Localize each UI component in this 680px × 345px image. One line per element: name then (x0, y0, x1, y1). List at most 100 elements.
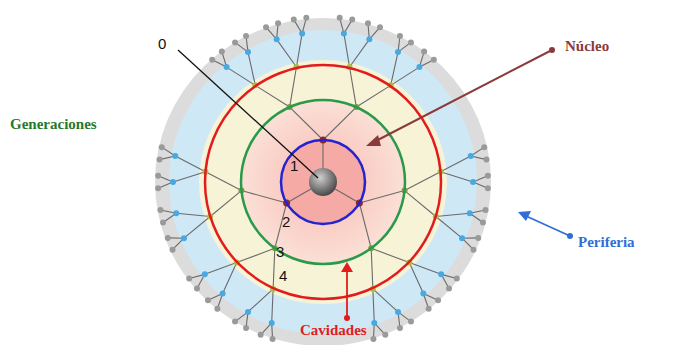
branch-node (483, 157, 489, 163)
branch-line (205, 262, 237, 274)
outer-shell (155, 18, 491, 345)
callout-number: 1 (290, 158, 298, 175)
branch-node (416, 64, 422, 70)
branch-node (349, 17, 355, 23)
branch-line (350, 39, 370, 67)
branch-node (420, 290, 426, 296)
branch-line (371, 248, 373, 289)
periphery-band (169, 30, 477, 334)
arrow-head (341, 262, 353, 272)
branch-node (186, 276, 192, 282)
branch-node (157, 157, 163, 163)
branch-node (470, 179, 476, 185)
leader-dot (344, 315, 350, 321)
branch-node (382, 332, 388, 338)
branch-node (173, 210, 179, 216)
branch-line (350, 67, 357, 107)
branch-node (245, 309, 251, 315)
branch-line (176, 213, 210, 216)
green-circle (241, 100, 405, 264)
branch-node (395, 309, 401, 315)
branch-node (299, 30, 305, 36)
branch-node (219, 49, 225, 55)
leader-dot (549, 47, 555, 53)
leader-arrow (346, 270, 348, 318)
branch-node (157, 207, 163, 213)
branch-line (373, 289, 398, 312)
branch-line (248, 52, 255, 85)
branch-node (160, 219, 166, 225)
branch-line (227, 67, 256, 85)
callout-number: 0 (158, 36, 166, 53)
branch-node (438, 271, 444, 277)
branch-node (165, 235, 171, 241)
branch-node (475, 235, 481, 241)
branch-node (170, 247, 176, 253)
branch-node (470, 247, 476, 253)
branch-node (397, 325, 403, 331)
branch-node (243, 33, 249, 39)
branch-line (272, 289, 273, 323)
branch-line (405, 191, 436, 217)
branch-node (209, 57, 215, 63)
blue-circle (281, 140, 365, 224)
inner-region (241, 100, 405, 264)
branch-node (468, 153, 474, 159)
branch-node (485, 185, 491, 191)
branch-node (395, 49, 401, 55)
branch-line (409, 262, 423, 293)
branch-node (291, 17, 297, 23)
leader-arrow (526, 216, 570, 236)
branch-node (155, 173, 161, 179)
branch-line (255, 85, 289, 107)
branch-line (290, 67, 297, 107)
branch-line (173, 172, 205, 182)
part-name: Cavidades (300, 322, 367, 339)
branch-node (408, 319, 414, 325)
branch-line (356, 85, 390, 107)
branch-line (273, 248, 275, 289)
branch-node (274, 36, 280, 42)
callout-number: 4 (279, 268, 287, 285)
branch-node (232, 319, 238, 325)
branch-line (296, 33, 302, 67)
branch-line (359, 191, 404, 203)
part-name: Generaciones (10, 116, 97, 133)
branch-line (210, 191, 241, 217)
branch-node (202, 271, 208, 277)
branch-line (290, 107, 323, 140)
branch-node (366, 36, 372, 42)
branch-node (454, 276, 460, 282)
branch-node (275, 20, 281, 26)
red-circle (205, 65, 441, 299)
branch-node (263, 24, 269, 30)
branch-line (391, 52, 398, 85)
branch-line (373, 289, 374, 323)
branch-node (232, 39, 238, 45)
branch-node (377, 24, 383, 30)
leader-line (178, 50, 318, 178)
branch-node (431, 57, 437, 63)
branch-line (175, 156, 205, 172)
branch-node (172, 153, 178, 159)
leader-arrow (372, 50, 552, 143)
branch-line (184, 216, 210, 238)
branch-line (359, 203, 371, 248)
branch-node (270, 336, 276, 342)
cavity-band (199, 60, 447, 304)
branch-node (181, 235, 187, 241)
callout-number: 2 (282, 214, 290, 231)
leader-dot (567, 233, 573, 239)
branch-node (224, 64, 230, 70)
branch-node (159, 144, 165, 150)
branch-node (371, 320, 377, 326)
branch-node (220, 290, 226, 296)
branch-node (481, 144, 487, 150)
branch-line (436, 216, 462, 238)
branch-node (408, 39, 414, 45)
branch-line (248, 289, 273, 312)
branch-node (421, 49, 427, 55)
branch-node (435, 297, 441, 303)
core-region (281, 140, 365, 224)
branch-line (241, 191, 286, 203)
